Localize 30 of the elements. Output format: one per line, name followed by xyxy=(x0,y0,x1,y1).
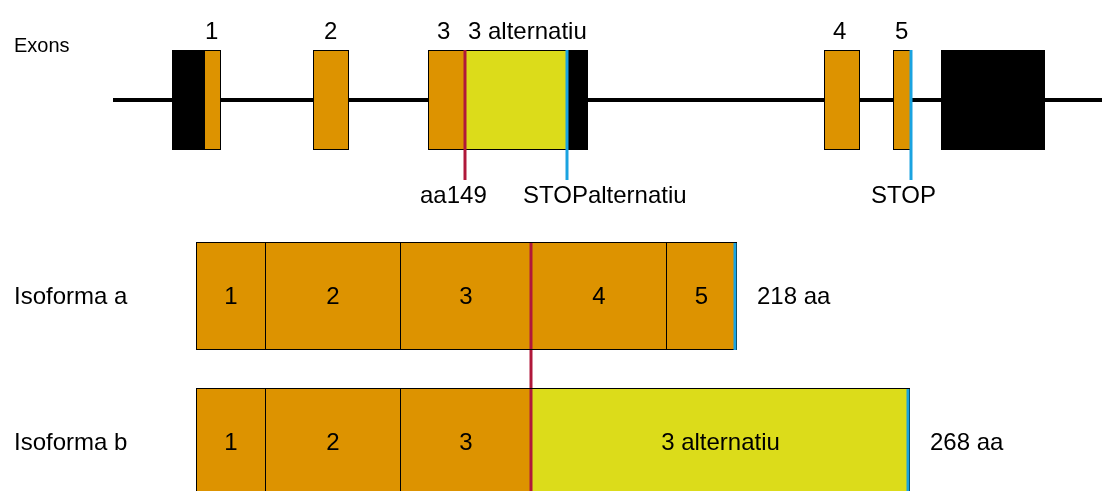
leader-line xyxy=(463,50,467,180)
leader-line xyxy=(909,50,913,180)
protein-segment: 1 xyxy=(197,389,266,491)
isoform-label: Isoforma b xyxy=(14,427,129,457)
protein-segment: 3 xyxy=(401,389,532,491)
protein-segment: 2 xyxy=(266,243,401,349)
leader-line xyxy=(565,50,569,180)
protein-segment: 4 xyxy=(532,243,667,349)
annotation-label: STOP xyxy=(871,180,936,210)
utr-block xyxy=(941,50,1045,150)
length-label: 268 aa xyxy=(930,427,1004,457)
exon-number: 3 xyxy=(437,16,451,46)
annotation-label: aa149 xyxy=(420,180,487,210)
length-label: 218 aa xyxy=(757,281,831,311)
utr-block xyxy=(172,50,204,150)
annotation-label: STOPalternatiu xyxy=(523,180,687,210)
protein-segment: 3 xyxy=(401,243,532,349)
protein-segment: 3 alternatiu xyxy=(532,389,909,491)
exon-number: 4 xyxy=(833,16,847,46)
exon-number: 2 xyxy=(324,16,338,46)
protein-segment: 2 xyxy=(266,389,401,491)
exon-number: 1 xyxy=(205,16,219,46)
annotation-label: Exons xyxy=(14,33,70,58)
protein-segment: 1 xyxy=(197,243,266,349)
utr-block xyxy=(567,50,588,150)
exon-number: 5 xyxy=(895,16,909,46)
exon-number: 3 alternatiu xyxy=(468,16,587,46)
protein-segment: 5 xyxy=(667,243,736,349)
splice-junction-line xyxy=(529,350,533,388)
isoform-label: Isoforma a xyxy=(14,281,129,311)
